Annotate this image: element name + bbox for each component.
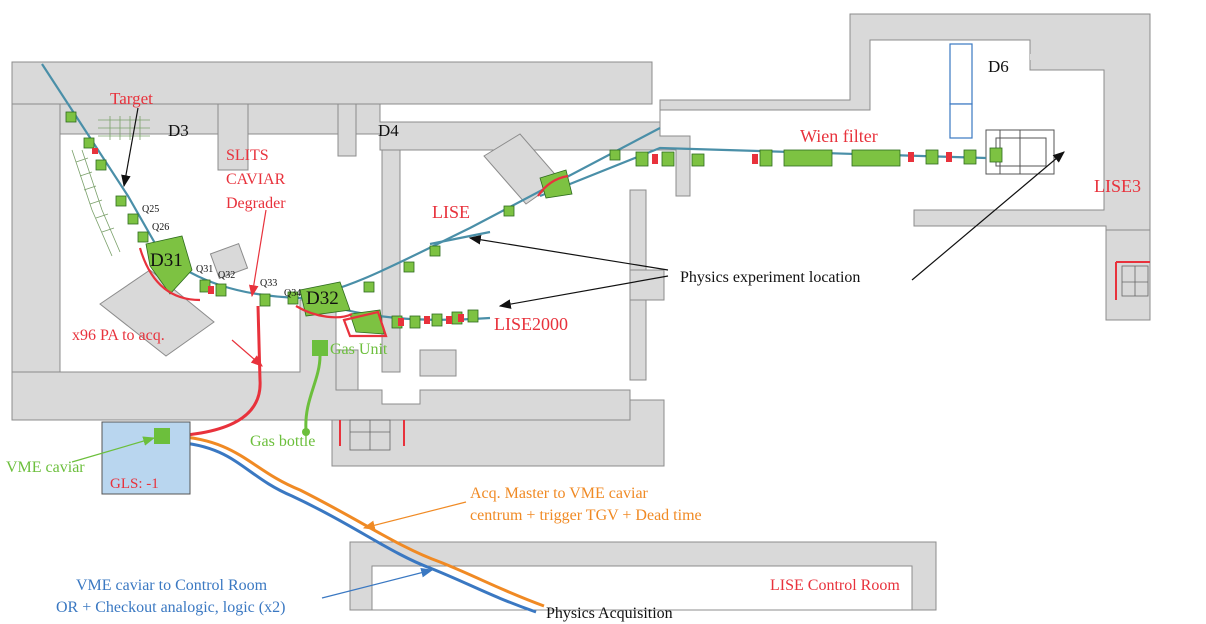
arrows	[71, 107, 1065, 599]
q33-label: Q33	[260, 278, 277, 289]
ctrl-arrow	[321, 568, 434, 599]
gas-unit-box	[312, 340, 328, 356]
x96-label: x96 PA to acq.	[72, 327, 165, 344]
gas-bottle-label: Gas bottle	[250, 433, 315, 450]
d3-hatching	[71, 116, 150, 257]
dipole-outlines	[138, 174, 569, 338]
quad-marks	[92, 148, 952, 326]
q32-label: Q32	[218, 270, 235, 281]
wien-label: Wien filter	[800, 126, 878, 146]
slits-label-3: Degrader	[226, 195, 286, 212]
lise-label: LISE	[432, 202, 470, 222]
q34-label: Q34	[284, 288, 301, 299]
slits-arrow	[248, 209, 267, 298]
phys-arrow-2	[498, 275, 669, 309]
vme-arrow	[71, 436, 156, 463]
gas-line	[304, 355, 322, 431]
x96-arrow	[231, 339, 263, 367]
slits-label-1: SLITS	[226, 147, 269, 164]
q25-label: Q25	[142, 204, 159, 215]
phys-arrow-1	[468, 234, 669, 271]
d6-structures	[949, 43, 973, 139]
gls-label: GLS: -1	[110, 476, 159, 492]
gls-box	[101, 421, 191, 495]
target-arrow	[121, 107, 139, 188]
gas-unit-label: Gas Unit	[330, 341, 388, 358]
stair-lines	[349, 265, 1149, 451]
building-walls	[11, 13, 1151, 611]
ctrl-label-1: VME caviar to Control Room	[76, 577, 268, 594]
red-cable	[173, 305, 262, 438]
vme-caviar-label: VME caviar	[6, 459, 85, 476]
room-d3: D3	[168, 121, 189, 140]
physics-acq-label: Physics Acquisition	[546, 605, 673, 622]
gas-bottle-dot	[302, 428, 310, 436]
d31-label: D31	[150, 250, 183, 271]
acq-label-1: Acq. Master to VME caviar	[470, 485, 649, 502]
q26-label: Q26	[152, 222, 169, 233]
target-label: Target	[110, 89, 153, 108]
acq-arrow	[362, 501, 467, 530]
vme-caviar-box	[154, 428, 170, 444]
d32-label: D32	[306, 288, 339, 309]
lise2000-label: LISE2000	[494, 314, 568, 334]
room-interiors	[1030, 54, 1102, 60]
phys-exp-label: Physics experiment location	[680, 269, 860, 286]
ctrl-label-2: OR + Checkout analogic, logic (x2)	[56, 599, 285, 616]
q31-label: Q31	[196, 264, 213, 275]
lise3-label: LISE3	[1094, 176, 1141, 196]
labels: D3 D4 D6 Target SLITS CAVIAR Degrader Q2…	[6, 57, 1141, 622]
stair-details	[339, 261, 1150, 446]
room-d6: D6	[988, 57, 1009, 76]
room-d4: D4	[378, 121, 399, 140]
control-room-label: LISE Control Room	[770, 577, 900, 594]
blue-cable	[173, 440, 537, 614]
slits-label-2: CAVIAR	[226, 171, 286, 188]
phys-arrow-3	[911, 151, 1065, 281]
acq-label-2: centrum + trigger TGV + Dead time	[470, 507, 702, 524]
